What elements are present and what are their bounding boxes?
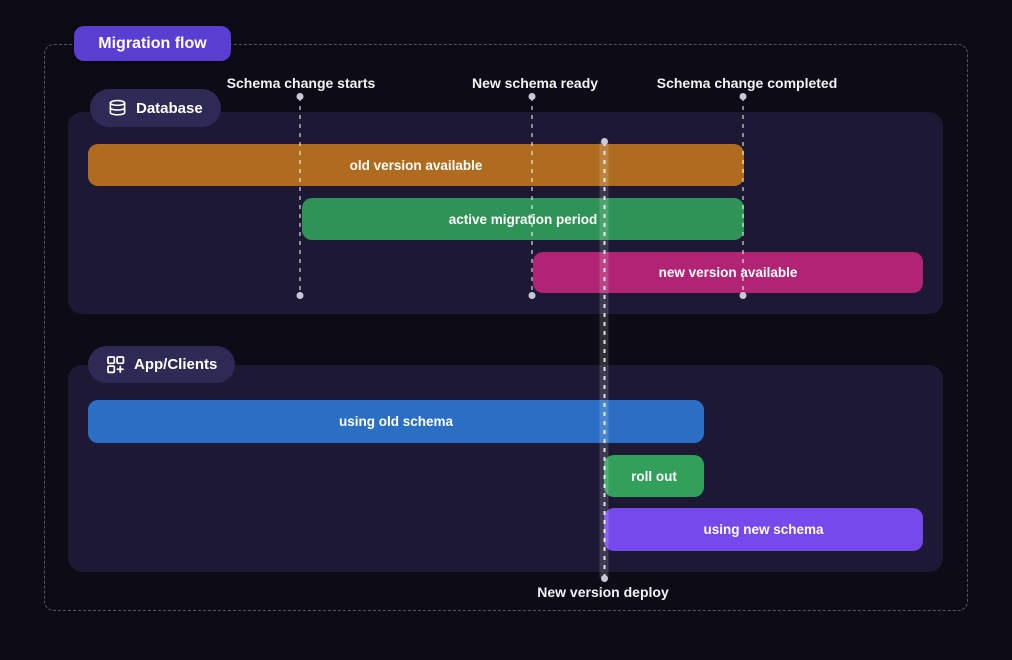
bar-label: using old schema [338,414,454,429]
bar-old-version-available: old version available [88,144,744,186]
bar-new-version-available: new version available [533,252,923,293]
deploy-line-core [603,142,605,578]
bar-label: using new schema [703,522,824,537]
diagram-dashed-border [44,44,968,611]
marker-dot [600,138,608,145]
database-icon [108,99,127,118]
marker-dot [296,93,304,100]
app-clients-badge: App/Clients [88,346,236,383]
bar-roll-out: roll out [604,455,704,497]
bar-label: old version available [349,157,483,173]
database-badge: Database [90,89,221,127]
bar-label: new version available [658,265,798,280]
database-badge-label: Database [136,99,203,117]
marker-line-new-schema-ready [528,93,536,299]
marker-label-new-schema-ready: New schema ready [471,75,599,91]
bar-active-migration-period: active migration period [302,198,744,240]
marker-dot [528,292,536,299]
marker-dot [296,292,304,299]
marker-dot [600,575,608,582]
marker-line-schema-change-completed [739,93,747,299]
marker-dot [739,93,747,100]
deploy-marker-label: New version deploy [537,584,669,600]
marker-dot [528,93,536,100]
bar-label: roll out [631,468,677,484]
bar-using-old-schema: using old schema [88,400,704,443]
marker-dot [739,292,747,299]
marker-line-schema-change-starts [296,93,304,299]
deploy-marker-line [599,138,609,582]
apps-plus-icon [106,355,125,374]
marker-label-schema-change-completed: Schema change completed [656,75,838,91]
marker-label-schema-change-starts: Schema change starts [226,75,376,91]
app-clients-badge-label: App/Clients [134,356,218,373]
bar-using-new-schema: using new schema [604,508,923,551]
diagram-title: Migration flow [98,34,207,52]
diagram-title-badge: Migration flow [74,26,231,61]
bar-label: active migration period [448,211,598,227]
